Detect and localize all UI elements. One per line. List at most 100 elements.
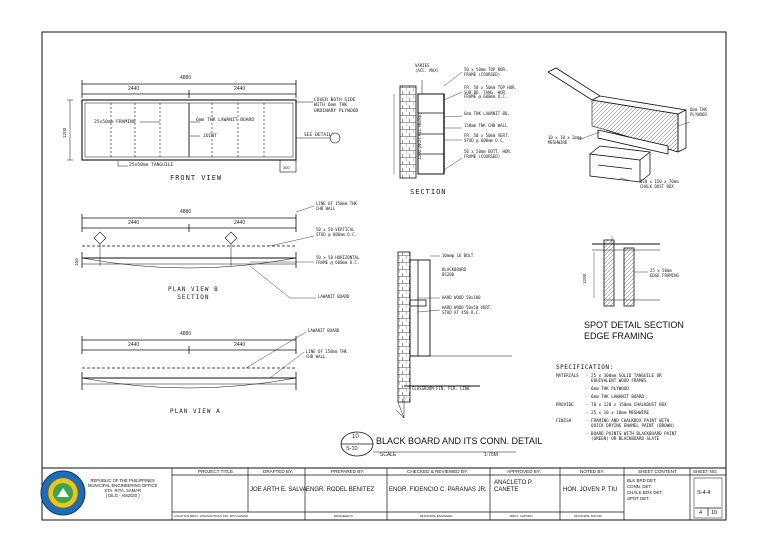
drafted-label: DRAFTED BY:: [263, 469, 294, 474]
front-label-framing: 25x50mm FRAMING: [94, 120, 136, 125]
spot-label: 25 x 50mm EDGE FRAMING: [650, 268, 679, 278]
front-label-tanguile: 25x50mm TANGUILE: [129, 163, 174, 168]
planb-label-3: 50 x 50 HORIZONTAL FRAME @ 600mm O.C.: [316, 255, 360, 265]
drawing-sheet-ref: S-10: [346, 446, 358, 452]
plana-dim-right: 2440: [234, 342, 246, 348]
spec-row: - 6mm THK PLYWOOD: [556, 386, 724, 391]
sheet-num: 4: [699, 510, 703, 516]
planb-title: PLAN VIEW B SECTION: [168, 286, 219, 301]
spec-key: FINISH: [556, 418, 572, 423]
sheet-content-item: CHALK BOX DET.: [627, 490, 663, 495]
planb-label-2: 50 x 50 VERTICAL STUD @ 600mm O.C.: [316, 227, 357, 237]
section-label-3: 6mm THK LAWANIT BD.: [464, 111, 510, 116]
drawing-number: 10: [352, 434, 359, 440]
sheet-content-item: BLK BRD DET.: [627, 478, 657, 483]
plana-label-chb: LINE OF 150mm THK CHB WALL: [306, 349, 347, 359]
spec-value: - FRAMING AND CHALKBOX PAINT WITH QUICK …: [586, 418, 675, 428]
agency-text: REPUBLIC OF THE PHILIPPINES MUNICIPAL EN…: [88, 478, 158, 498]
planb-dim-total: 4880: [180, 209, 192, 215]
spec-row: - BOARD PAINTS WITH BLACKBOARD PAINT (GR…: [556, 431, 724, 441]
spec-value: - 25 x 300mm SOLID TANGUILE OR EQUIVALEN…: [586, 373, 662, 383]
isometric-drawing: [547, 67, 691, 183]
spot-detail-title: SPOT DETAIL SECTION EDGE FRAMING: [584, 320, 684, 341]
section-label-5: FR. 50 x 50mm VERT. STUD @ 600mm O.C.: [464, 133, 510, 143]
specification-block: SPECIFICATION: MATERIALS - 25 x 300mm SOL…: [556, 364, 724, 444]
plan-b-drawing: [81, 205, 316, 299]
spec-key: [556, 394, 586, 399]
planb-dim-right: 2440: [234, 220, 246, 226]
spec-value: - BOARD PAINTS WITH BLACKBOARD PAINT (GR…: [586, 431, 677, 441]
front-label-see-detail: SEE DETAIL: [304, 133, 332, 138]
spec-title: SPECIFICATION:: [556, 364, 614, 371]
plana-dim-left: 2440: [128, 342, 140, 348]
spec-row: MATERIALS - 25 x 300mm SOLID TANGUILE OR …: [556, 373, 724, 383]
spec-row: - 25 x 10 x 10mm MESHWIRE: [556, 410, 724, 415]
spec-key: PROVIDE: [556, 402, 574, 407]
spec-key: [556, 431, 586, 441]
section-label-6: 50 x 50mm BOTT. HOR. FRAME (COURSED): [464, 149, 513, 159]
sheet-total: 10: [711, 510, 718, 516]
sheet-no-label: SHEET NO.: [693, 469, 718, 474]
section-top-label: VARIES (ACC. MAX): [415, 63, 440, 73]
spec-value: - 70 x 120 x 150mm CHALKDUST BOX: [586, 402, 667, 407]
planb-label-1: LINE OF 150mm THK CHB WALL: [316, 201, 357, 211]
front-label-joint: JOINT: [203, 134, 217, 139]
prepared-label: PREPARED BY:: [331, 469, 365, 474]
spec-value: - 6mm THK PLYWOOD: [586, 386, 629, 391]
plana-label-lawanit: LAWANIT BOARD: [308, 328, 340, 333]
spec-key: [556, 410, 586, 415]
approved-label: APPROVED BY:: [507, 469, 541, 474]
drawing-title-frame: [340, 431, 516, 457]
front-label-cover: COVER BOTH SIDE WITH 6mm THK ORDINARY PL…: [314, 98, 359, 114]
front-dim-base: 300: [283, 165, 290, 170]
front-dim-left: 2440: [128, 86, 140, 92]
drawing-scale-label: SCALE: [380, 452, 397, 458]
spec-row: PROVIDE - 70 x 120 x 150mm CHALKDUST BOX: [556, 402, 724, 407]
planb-dim-left: 2440: [128, 220, 140, 226]
section-vert-label: 1200 (NOT ALL HERE): [417, 112, 422, 160]
spec-row: FINISH - FRAMING AND CHALKBOX PAINT WITH …: [556, 418, 724, 428]
spec-value: - 6mm THK LAWANIT BOARD: [586, 394, 644, 399]
iso-label-chalk-box: 120 x 150 x 70mm CHALK DUST BOX: [640, 179, 679, 189]
spec-key: [556, 386, 586, 391]
plan-a-drawing: [81, 331, 307, 390]
spot-dim: 1200: [582, 273, 587, 284]
drawing-title-text: BLACK BOARD AND ITS CONN. DETAIL: [376, 436, 543, 446]
front-view-title: FRONT VIEW: [170, 174, 223, 182]
noted-name: HON. JOVEN P. TIU: [563, 487, 618, 493]
noted-label: NOTED BY:: [580, 469, 605, 474]
iso-label-plywood: 6mm THK PLYWOOD: [690, 107, 707, 117]
spec-row: - 6mm THK LAWANIT BOARD: [556, 394, 724, 399]
section-label-4: 150mm THK CHB WALL: [464, 123, 508, 128]
sheet-content-label: SHEET CONTENT: [638, 469, 677, 474]
approved-name: ANACLETO P. CANETE: [494, 480, 533, 493]
noted-role: MUNICIPAL MAYOR: [574, 514, 602, 518]
sheet-content-item: CONN. DET.: [627, 484, 652, 489]
prepared-role: ENGINEER III: [334, 514, 354, 518]
project-title-label: PROJECT TITLE: [198, 469, 234, 474]
checked-name: ENGR. FIDENCIO C. PARANAS JR.: [389, 487, 487, 493]
drafted-name: JOE ARTH E. SALVA: [250, 487, 307, 493]
drawing-scale: 1:75M: [484, 452, 498, 458]
planb-dim-side: 150: [74, 258, 79, 266]
wall-label-hardwood-2: HARD WOOD 50x50 VERT. STUD AT 450 O.C.: [442, 305, 493, 315]
project-location: LOCATION BRGY. HINANGUTDAN STA. RITA SAM…: [174, 514, 248, 518]
spec-key: MATERIALS: [556, 373, 579, 378]
front-dim-right: 2440: [234, 86, 246, 92]
section-title: SECTION: [410, 188, 447, 196]
wall-section-drawing: [395, 251, 512, 419]
planb-label-4: LAWANIT BOARD: [318, 294, 350, 299]
sheet-content-item: SPOT DET.: [627, 496, 650, 501]
municipal-seal-logo: [40, 470, 86, 516]
front-label-lawanit: 6mm THK LAWANIT BOARD: [196, 118, 255, 123]
front-dim-height: 1200: [62, 127, 67, 138]
spec-value: - 25 x 10 x 10mm MESHWIRE: [586, 410, 650, 415]
iso-label-meshwire: 10 x 10 x 2mmφ MESHWIRE: [548, 135, 582, 145]
spot-detail-drawing: [592, 236, 660, 307]
checked-label: CHECKED & REVIEWED BY:: [407, 469, 469, 474]
checked-role: MUNICIPAL ENGINEER: [420, 514, 453, 518]
front-view-drawing: [67, 80, 341, 173]
wall-label-hardwood-1: HARD WOOD 50x100: [442, 295, 481, 300]
front-dim-total: 4880: [180, 75, 192, 81]
